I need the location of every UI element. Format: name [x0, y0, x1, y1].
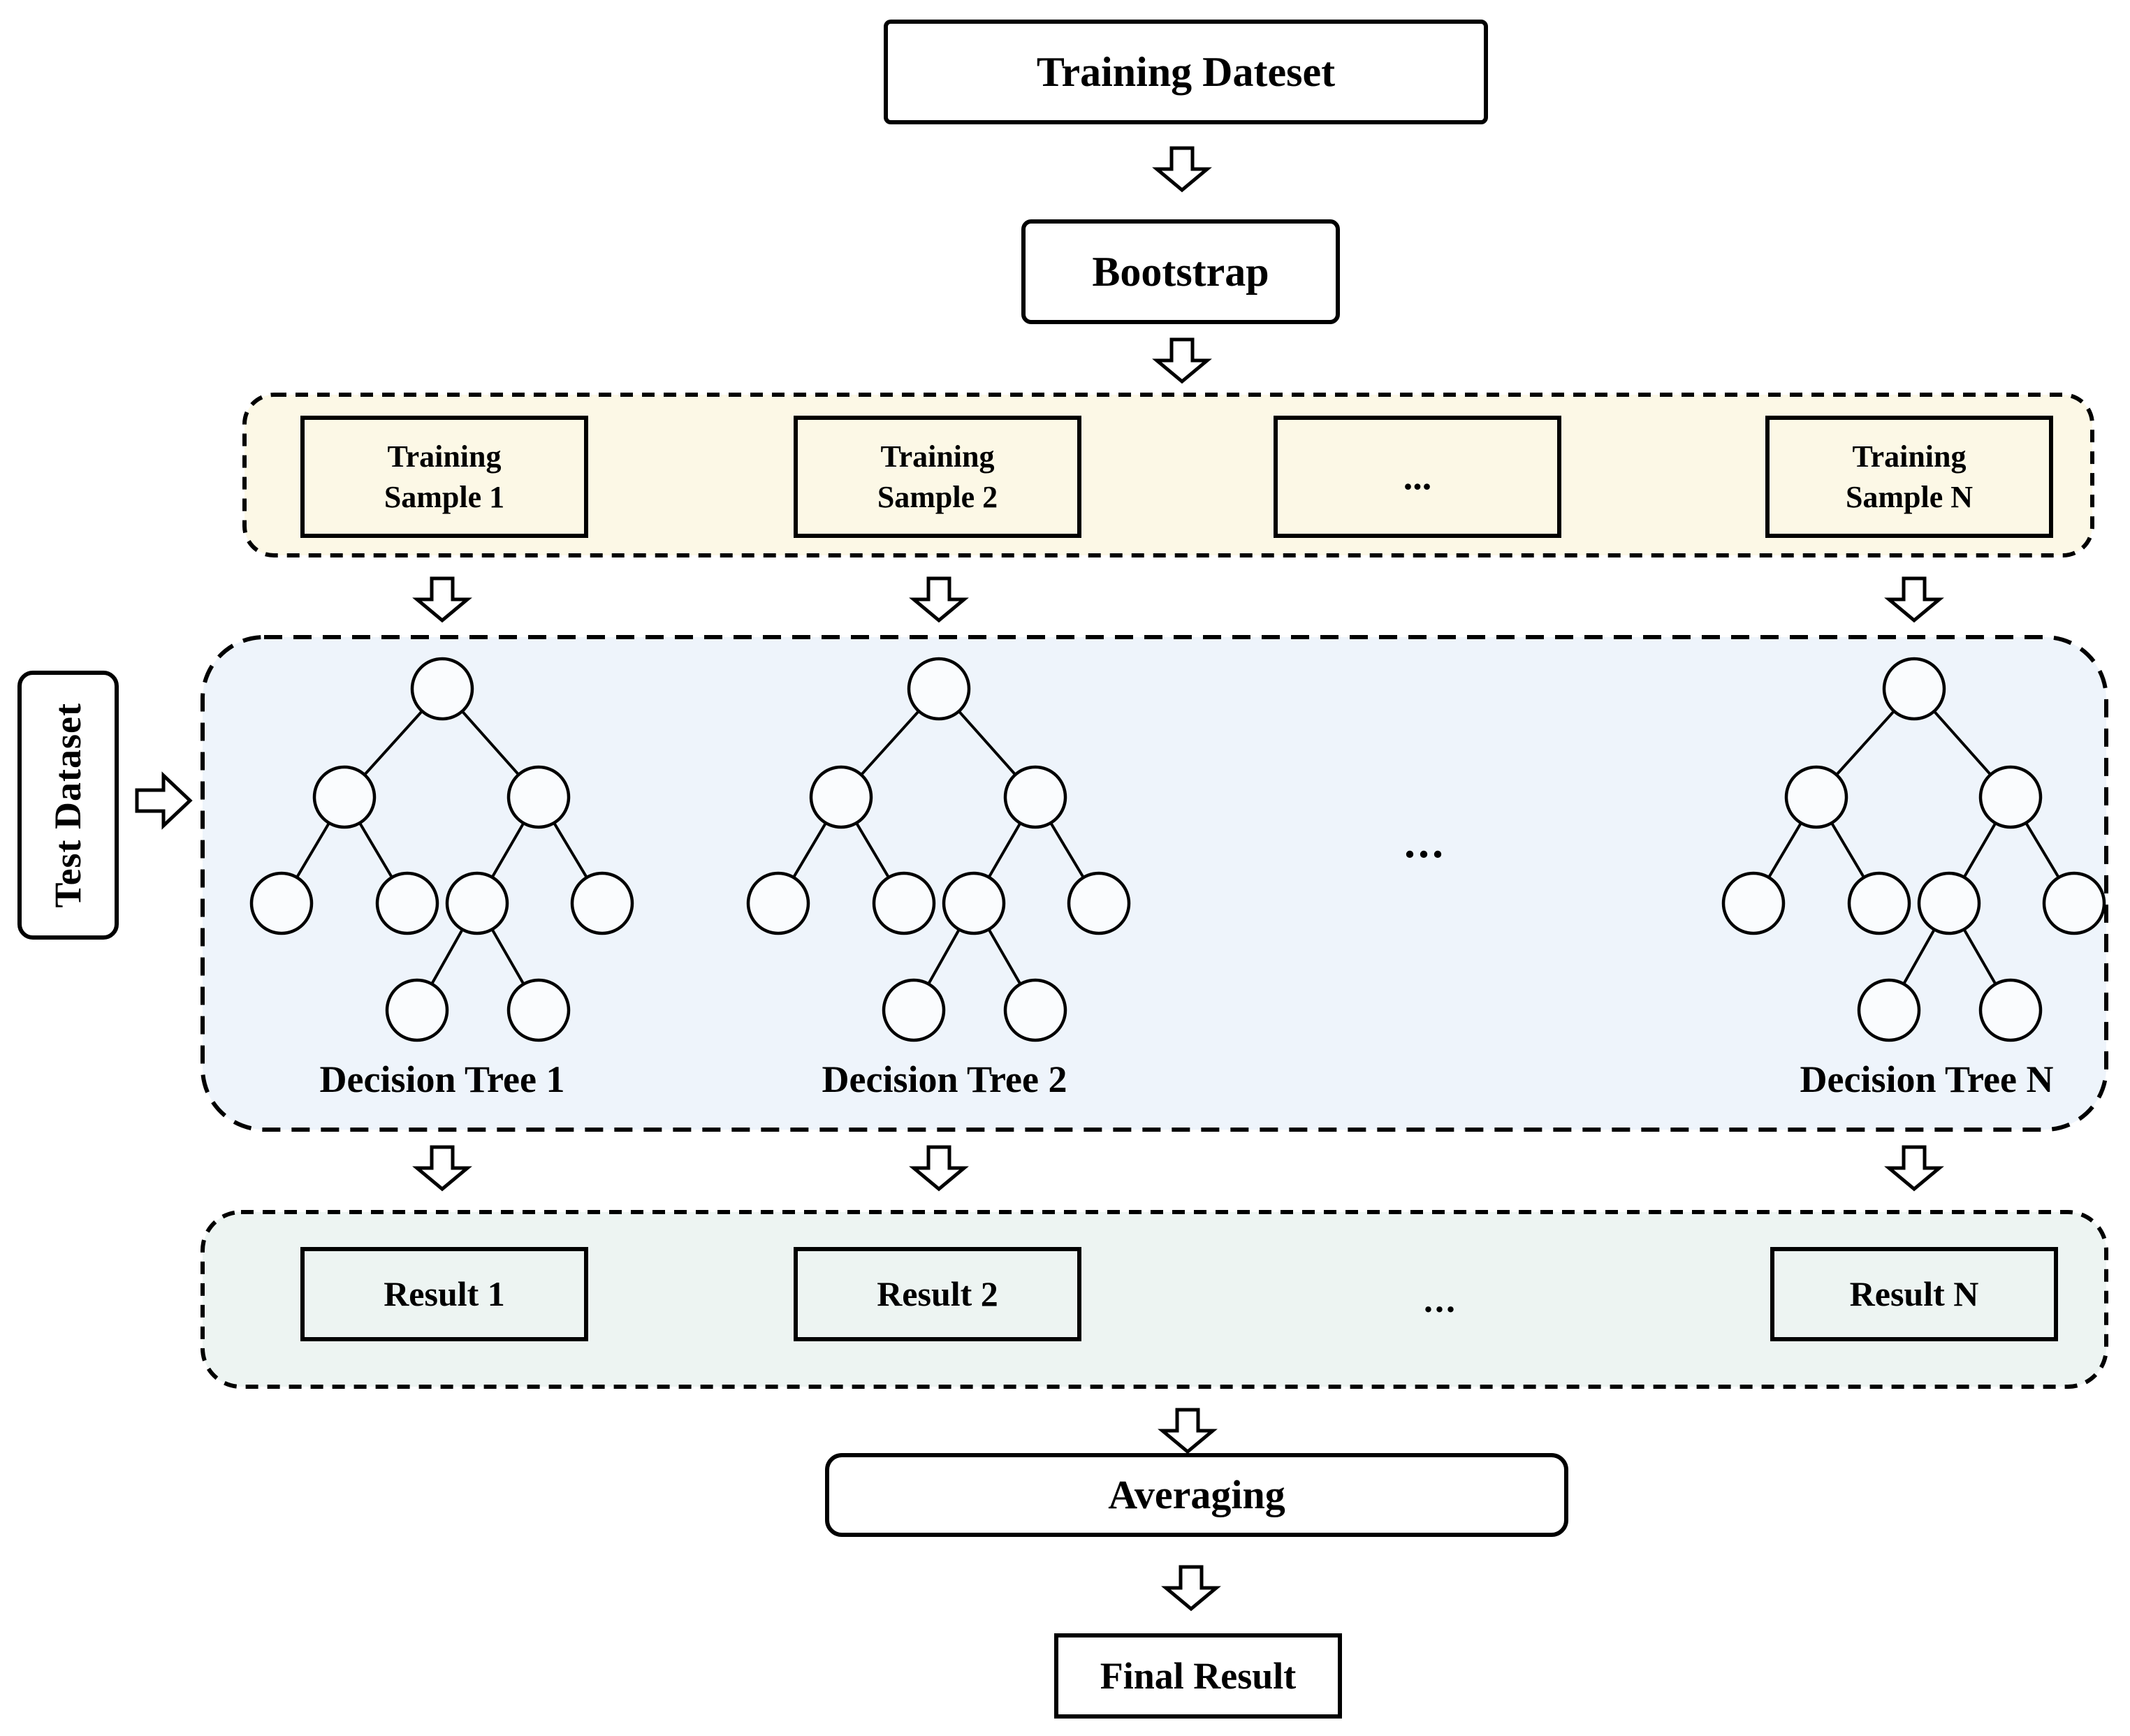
decision-tree-2-label: Decision Tree 2: [822, 1058, 1067, 1100]
training-samples-container: [242, 393, 2094, 557]
training-sample-2-box: Training Sample 2: [794, 416, 1081, 538]
test-dataset-box: Test Dataset: [17, 671, 119, 940]
arrow-down-icon: [417, 578, 467, 620]
training-sample-ellipsis-box: ...: [1274, 416, 1561, 538]
training-sample-n-box: Training Sample N: [1765, 416, 2053, 538]
training-sample-n-line1: Training: [1852, 439, 1967, 474]
training-sample-2-line1: Training: [880, 439, 995, 474]
result-2-box: Result 2: [794, 1247, 1081, 1341]
arrow-right-icon: [137, 775, 190, 826]
decision-trees-container: [200, 635, 2108, 1132]
arrow-down-icon: [1166, 1567, 1216, 1609]
final-result-box: Final Result: [1054, 1633, 1342, 1719]
decision-tree-1-label: Decision Tree 1: [319, 1058, 565, 1100]
arrow-down-icon: [1889, 1147, 1939, 1189]
arrow-down-icon: [1157, 340, 1207, 381]
training-sample-1-line1: Training: [387, 439, 502, 474]
arrow-down-icon: [1162, 1410, 1213, 1452]
results-container: [200, 1210, 2108, 1389]
averaging-box: Averaging: [825, 1453, 1568, 1537]
test-dataset-label: Test Dataset: [47, 702, 89, 908]
training-sample-n-line2: Sample N: [1845, 479, 1974, 514]
result-n-box: Result N: [1770, 1247, 2058, 1341]
arrow-down-icon: [914, 1147, 964, 1189]
arrow-down-icon: [1157, 148, 1207, 190]
training-sample-1-line2: Sample 1: [384, 479, 505, 514]
training-sample-1-box: Training Sample 1: [300, 416, 588, 538]
arrow-down-icon: [417, 1147, 467, 1189]
results-ellipsis: ...: [1424, 1281, 1457, 1321]
bootstrap-box: Bootstrap: [1021, 219, 1340, 324]
decision-tree-n-label: Decision Tree N: [1800, 1058, 2054, 1100]
training-sample-2-line2: Sample 2: [877, 479, 998, 514]
arrow-down-icon: [1889, 578, 1939, 620]
training-dataset-box: Training Dateset: [884, 20, 1488, 124]
arrow-down-icon: [914, 578, 964, 620]
result-1-box: Result 1: [300, 1247, 588, 1341]
trees-ellipsis: ...: [1404, 817, 1446, 868]
